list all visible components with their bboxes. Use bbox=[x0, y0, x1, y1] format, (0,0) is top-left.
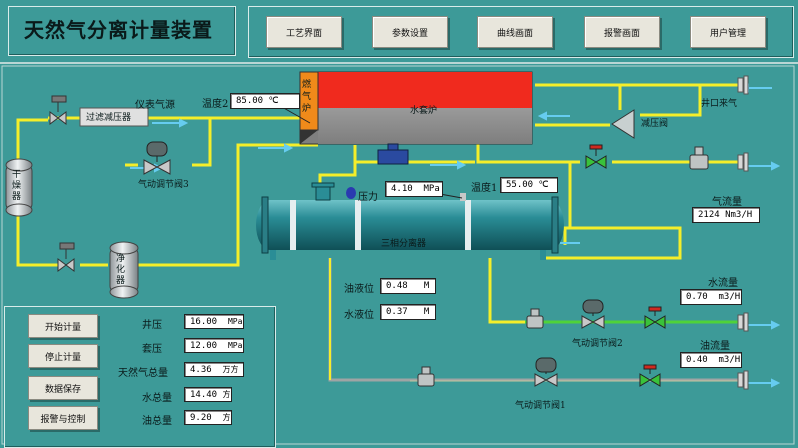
furnace-fire-zone bbox=[318, 72, 532, 108]
pressure-value: 4.10 MPa bbox=[385, 181, 443, 197]
gas-total-label: 天然气总量 bbox=[118, 368, 168, 379]
oil-flow-label: 油流量 bbox=[700, 341, 730, 352]
nav-button-users[interactable]: 用户管理 bbox=[690, 16, 766, 48]
nav-button-process[interactable]: 工艺界面 bbox=[266, 16, 342, 48]
blue-valve bbox=[377, 143, 409, 165]
oil-level-label: 油液位 bbox=[344, 284, 374, 295]
casing-pressure-value: 12.00 MPa bbox=[184, 338, 244, 353]
oil-flow-value: 0.40 m3/H bbox=[680, 352, 742, 368]
nav-button-alarms[interactable]: 报警画面 bbox=[584, 16, 660, 48]
gas-flow-label: 气流量 bbox=[712, 197, 742, 208]
manual-valves bbox=[49, 95, 75, 272]
well-pressure-label: 井压 bbox=[142, 320, 162, 331]
burner-label: 燃气炉 bbox=[302, 80, 312, 114]
title-panel bbox=[8, 6, 236, 56]
water-jacket-label: 水套炉 bbox=[410, 106, 438, 116]
gas-pipes bbox=[16, 83, 738, 267]
water-level-value: 0.37 M bbox=[380, 304, 436, 320]
process-diagram bbox=[1, 65, 795, 445]
pneumatic-valve-1-label: 气动调节阀1 bbox=[515, 401, 566, 411]
start-metering-button[interactable]: 开始计量 bbox=[28, 314, 98, 338]
pneumatic-valve-2-label: 气动调节阀2 bbox=[572, 339, 623, 349]
green-valves bbox=[585, 144, 666, 387]
oil-level-value: 0.48 M bbox=[380, 278, 436, 294]
pressure-reducer-graphic bbox=[611, 109, 635, 139]
wellhead-gas-label: 井口来气 bbox=[701, 99, 738, 109]
temp2-value: 85.00 ℃ bbox=[230, 93, 300, 109]
gas-total-value: 4.36 万方 bbox=[184, 362, 244, 377]
oil-total-value: 9.20 方 bbox=[184, 410, 232, 425]
water-total-label: 水总量 bbox=[142, 393, 172, 404]
temp2-label: 温度2 bbox=[202, 99, 229, 110]
water-level-label: 水液位 bbox=[344, 310, 374, 321]
dryer-label: 干燥器 bbox=[12, 170, 22, 202]
oil-total-label: 油总量 bbox=[142, 416, 172, 427]
nav-panel bbox=[248, 6, 794, 58]
flow-meters bbox=[417, 146, 709, 387]
well-pressure-value: 16.00 MPa bbox=[184, 314, 244, 329]
alarm-control-button[interactable]: 报警与控制 bbox=[28, 406, 98, 430]
water-flow-label: 水流量 bbox=[708, 278, 738, 289]
pressure-label: 压力 bbox=[358, 192, 378, 203]
nav-button-curves[interactable]: 曲线画面 bbox=[477, 16, 553, 48]
pressure-reducer-label: 减压阀 bbox=[641, 119, 669, 129]
filter-reducer-box bbox=[79, 107, 149, 127]
three-phase-separator bbox=[256, 182, 564, 260]
temp1-label: 温度1 bbox=[471, 183, 498, 194]
water-flow-value: 0.70 m3/H bbox=[680, 289, 742, 305]
dryer-tank bbox=[5, 158, 33, 217]
stop-metering-button[interactable]: 停止计量 bbox=[28, 344, 98, 368]
purifier-tank bbox=[109, 241, 139, 299]
separator-label: 三相分离器 bbox=[381, 239, 427, 249]
water-total-value: 14.40 方 bbox=[184, 387, 232, 402]
pneumatic-valve-2-graphic bbox=[581, 299, 605, 329]
purifier-label: 净化器 bbox=[116, 254, 126, 286]
instrument-gas-label: 仪表气源 bbox=[135, 100, 175, 111]
pneumatic-valve-3-graphic bbox=[143, 141, 171, 175]
app-title: 天然气分离计量装置 bbox=[24, 18, 213, 42]
pneumatic-valve-3-label: 气动调节阀3 bbox=[138, 180, 189, 190]
nav-button-params[interactable]: 参数设置 bbox=[372, 16, 448, 48]
pipe-end-caps bbox=[737, 75, 749, 390]
save-data-button[interactable]: 数据保存 bbox=[28, 376, 98, 400]
temp1-value: 55.00 ℃ bbox=[500, 177, 558, 193]
gas-flow-value: 2124 Nm3/H bbox=[692, 207, 760, 223]
filter-reducer-label: 过滤减压器 bbox=[86, 113, 132, 123]
pressure-gauge-icon bbox=[346, 187, 356, 199]
casing-pressure-label: 套压 bbox=[142, 344, 162, 355]
pneumatic-valve-1-graphic bbox=[534, 357, 558, 387]
